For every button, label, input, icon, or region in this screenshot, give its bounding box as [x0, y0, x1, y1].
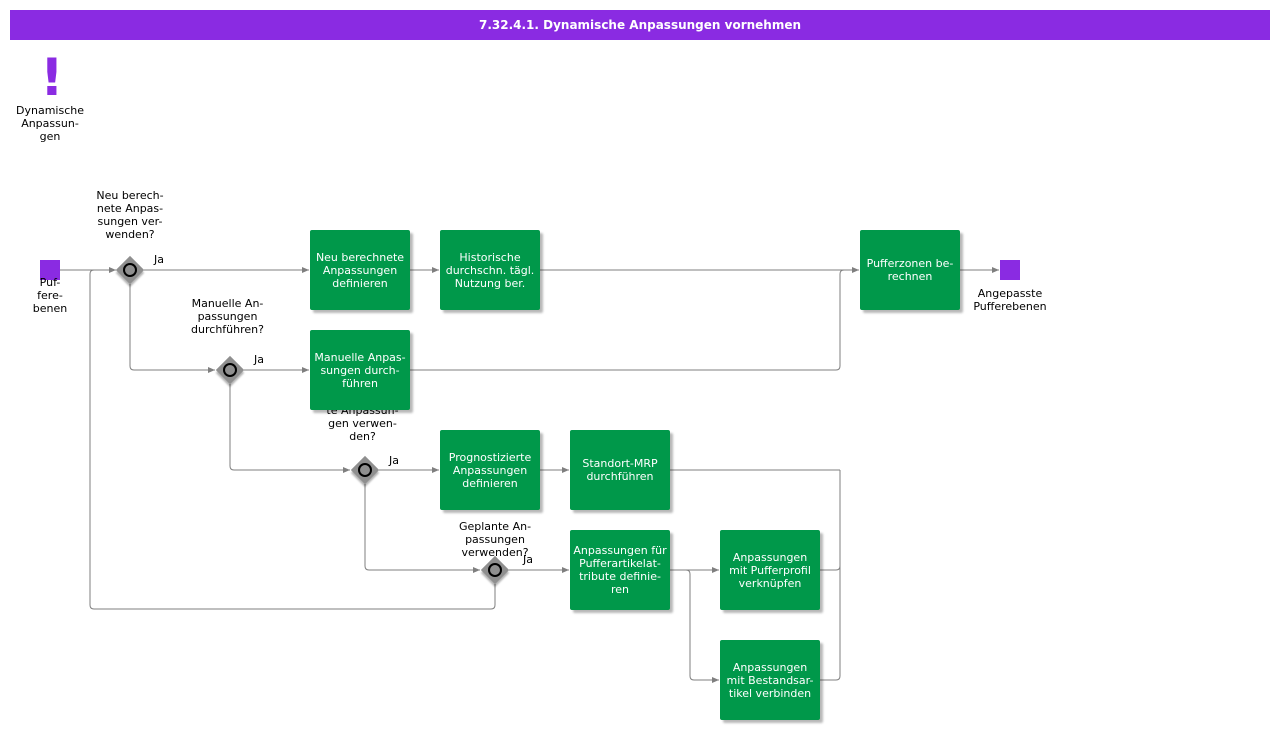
task-pufferartikelattribute[interactable]: Anpassungen für Pufferartikelat- tribute… [570, 530, 670, 610]
task-pufferprofil-verknuepfen[interactable]: Anpassungen mit Pufferprofil verknüpfen [720, 530, 820, 610]
flow-g1-to-g2 [129, 284, 215, 373]
yes-label: Ja [523, 553, 533, 566]
gateway-manuelle-label: Manuelle An- passungen durchführen? [191, 297, 264, 336]
task-pufferzonen-berechnen[interactable]: Pufferzonen be- rechnen [860, 230, 960, 310]
flow-g4-loop-back [89, 269, 496, 610]
flow-t8-to-merge [820, 470, 841, 571]
end-event-label: Angepasste Pufferebenen [973, 287, 1047, 313]
exclamation-icon: ! [40, 48, 64, 108]
task-standort-mrp[interactable]: Standort-MRP durchführen [570, 430, 670, 510]
task-bestandsartikel-verbinden[interactable]: Anpassungen mit Bestandsar- tikel verbin… [720, 640, 820, 720]
flow-t7-to-t9 [670, 569, 719, 683]
flow-t4-to-merge [410, 269, 845, 371]
yes-label: Ja [254, 353, 264, 366]
start-event-label: Puf- fere- benen [32, 276, 68, 315]
page-title: 7.32.4.1. Dynamische Anpassungen vornehm… [10, 10, 1270, 40]
task-manuelle-anpassungen[interactable]: Manuelle Anpas- sungen durch- führen [310, 330, 410, 410]
gateway-neu-berechnete-label: Neu berech- nete Anpas- sungen ver- wend… [96, 189, 164, 241]
flow-g2-to-g3 [229, 384, 350, 473]
start-event[interactable] [40, 260, 60, 280]
yes-label: Ja [154, 253, 164, 266]
flow-g3-to-g4 [364, 484, 480, 573]
yes-label: Ja [389, 454, 399, 467]
flow-t9-to-merge [820, 566, 841, 681]
trigger-label: Dynamische Anpassun- gen [16, 104, 84, 143]
end-event[interactable] [1000, 260, 1020, 280]
task-neu-berechnete-anpassungen[interactable]: Neu berechnete Anpassungen definieren [310, 230, 410, 310]
gateway-geplante-label: Geplante An- passungen verwenden? [458, 520, 532, 559]
task-prognostizierte-anpassungen[interactable]: Prognostizierte Anpassungen definieren [440, 430, 540, 510]
task-historische-nutzung[interactable]: Historische durchschn. tägl. Nutzung ber… [440, 230, 540, 310]
